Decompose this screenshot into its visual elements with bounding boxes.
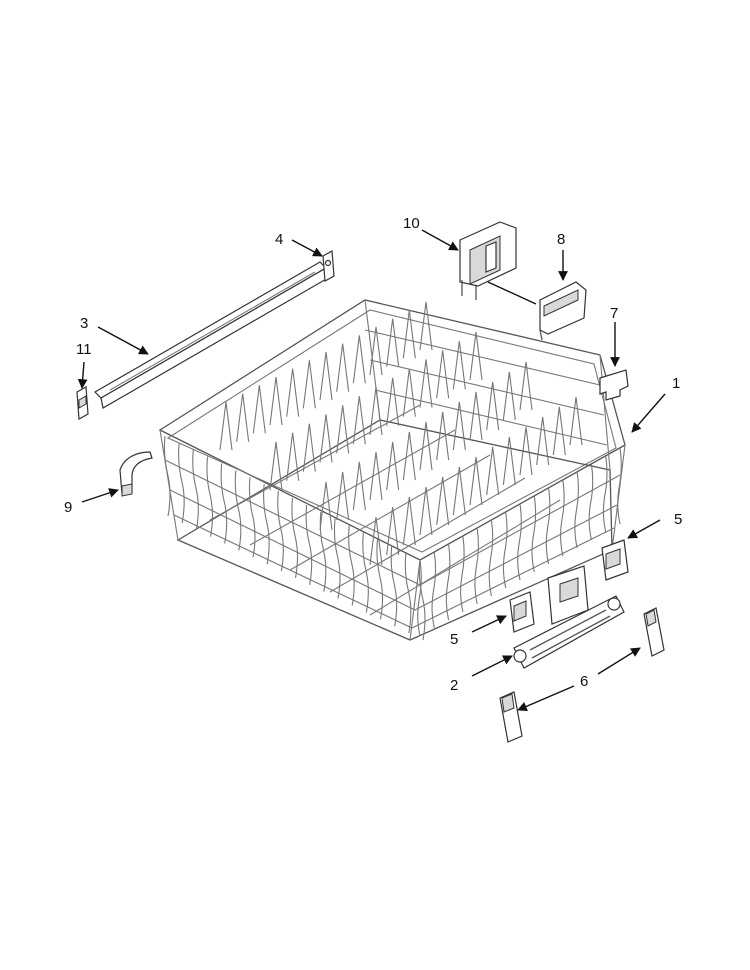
rail-stop <box>76 386 89 420</box>
adjuster-housing <box>459 221 517 300</box>
adjuster-assembly <box>513 565 625 669</box>
arrow-4 <box>291 239 323 257</box>
arrow-9 <box>81 488 119 503</box>
rack-rail <box>94 261 329 409</box>
wheel-carrier-left <box>499 691 523 743</box>
bracket-right <box>601 539 629 581</box>
adjuster-cover <box>539 281 587 341</box>
callout-8: 8 <box>557 231 565 248</box>
arrow-3 <box>97 326 149 355</box>
callout-11: 11 <box>76 341 92 358</box>
arrow-10b <box>487 281 537 305</box>
callout-3: 3 <box>80 315 88 332</box>
arrow-5a <box>471 615 507 633</box>
callout-arrows <box>77 229 666 712</box>
dish-rack <box>158 299 626 641</box>
arrow-10 <box>421 229 459 251</box>
rack-clip <box>599 369 629 401</box>
callout-10: 10 <box>403 215 420 232</box>
wheel-carrier-right <box>643 607 665 657</box>
arrow-5b <box>627 519 661 539</box>
arrow-11 <box>77 361 88 389</box>
rail-end-cap <box>322 250 335 282</box>
callout-labels: 1 2 3 4 5 5 6 7 8 9 10 11 <box>64 215 682 694</box>
callout-4: 4 <box>275 231 283 248</box>
arrow-6b <box>517 685 575 712</box>
callout-2: 2 <box>450 677 458 694</box>
arrow-6a <box>597 647 641 675</box>
callout-5-left: 5 <box>450 631 458 648</box>
callout-5-right: 5 <box>674 511 682 528</box>
callout-1: 1 <box>672 375 680 392</box>
handle-clip <box>119 451 153 497</box>
arrow-1 <box>631 393 666 433</box>
arrow-2 <box>471 655 513 677</box>
callout-9: 9 <box>64 499 72 516</box>
callout-6: 6 <box>580 673 588 690</box>
callout-7: 7 <box>610 305 618 322</box>
bracket-left <box>509 591 535 633</box>
